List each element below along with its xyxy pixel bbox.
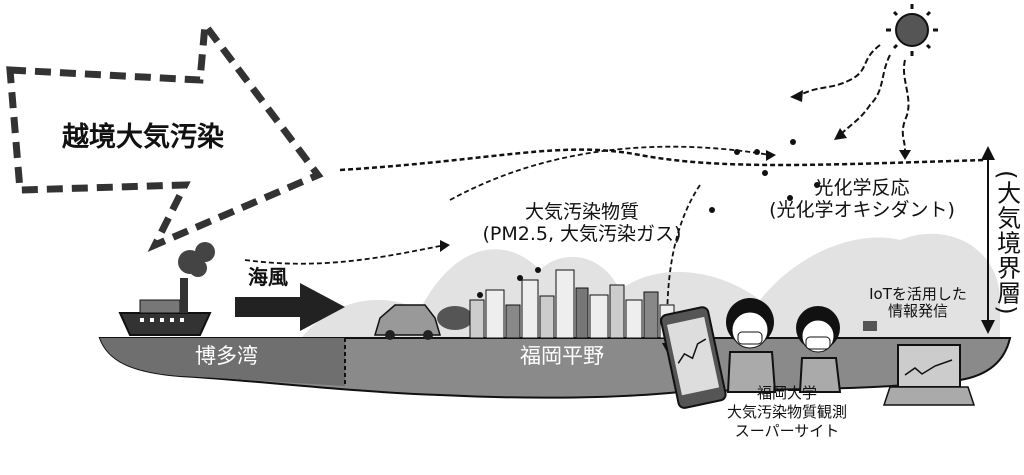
boundary-layer-line [339,148,986,172]
iot-label-line2: 情報発信 [887,302,948,321]
supersite-label: 福岡大学 大気汚染物質観測 スーパーサイト [702,384,872,440]
boundary-layer-label: (大気境界層) [992,170,1021,316]
pollutants-label-line2: (PM2.5, 大気汚染ガス) [482,222,682,245]
supersite-label-line1: 福岡大学 [756,384,817,402]
device-icon [863,321,877,331]
pollutants-label: 大気汚染物質 (PM2.5, 大気汚染ガス) [462,201,702,246]
photochemical-label: 光化学反応 (光化学オキシダント) [752,177,972,222]
pollutants-label-line1: 大気汚染物質 [524,201,639,223]
smartphone-icon [660,306,727,409]
city-buildings [469,269,675,339]
transboundary-pollution-label: 越境大気汚染 [62,122,224,153]
fukuoka-plain-label: 福岡平野 [520,344,604,368]
supersite-label-line2: 大気汚染物質観測 [726,402,847,421]
hakata-bay-label: 博多湾 [195,344,258,368]
photochemical-label-line2: (光化学オキシダント) [769,198,955,221]
people-illustration [726,298,842,393]
sunlight-rays [799,44,910,151]
sea [100,338,345,386]
iot-label-line1: IoTを活用した [869,285,967,303]
laptop-icon [882,344,976,406]
boundary-height-arrow-icon [981,146,995,334]
iot-label: IoTを活用した 情報発信 [848,285,988,321]
ship-icon [118,242,215,336]
sun-icon [886,4,938,56]
transboundary-arrow-icon [6,15,324,252]
photochemical-label-line1: 光化学反応 [814,177,910,199]
supersite-label-line3: スーパーサイト [734,421,840,440]
car-icon [373,304,473,340]
sea-breeze-label: 海風 [248,265,288,289]
sea-breeze-arrow-icon [235,283,345,331]
